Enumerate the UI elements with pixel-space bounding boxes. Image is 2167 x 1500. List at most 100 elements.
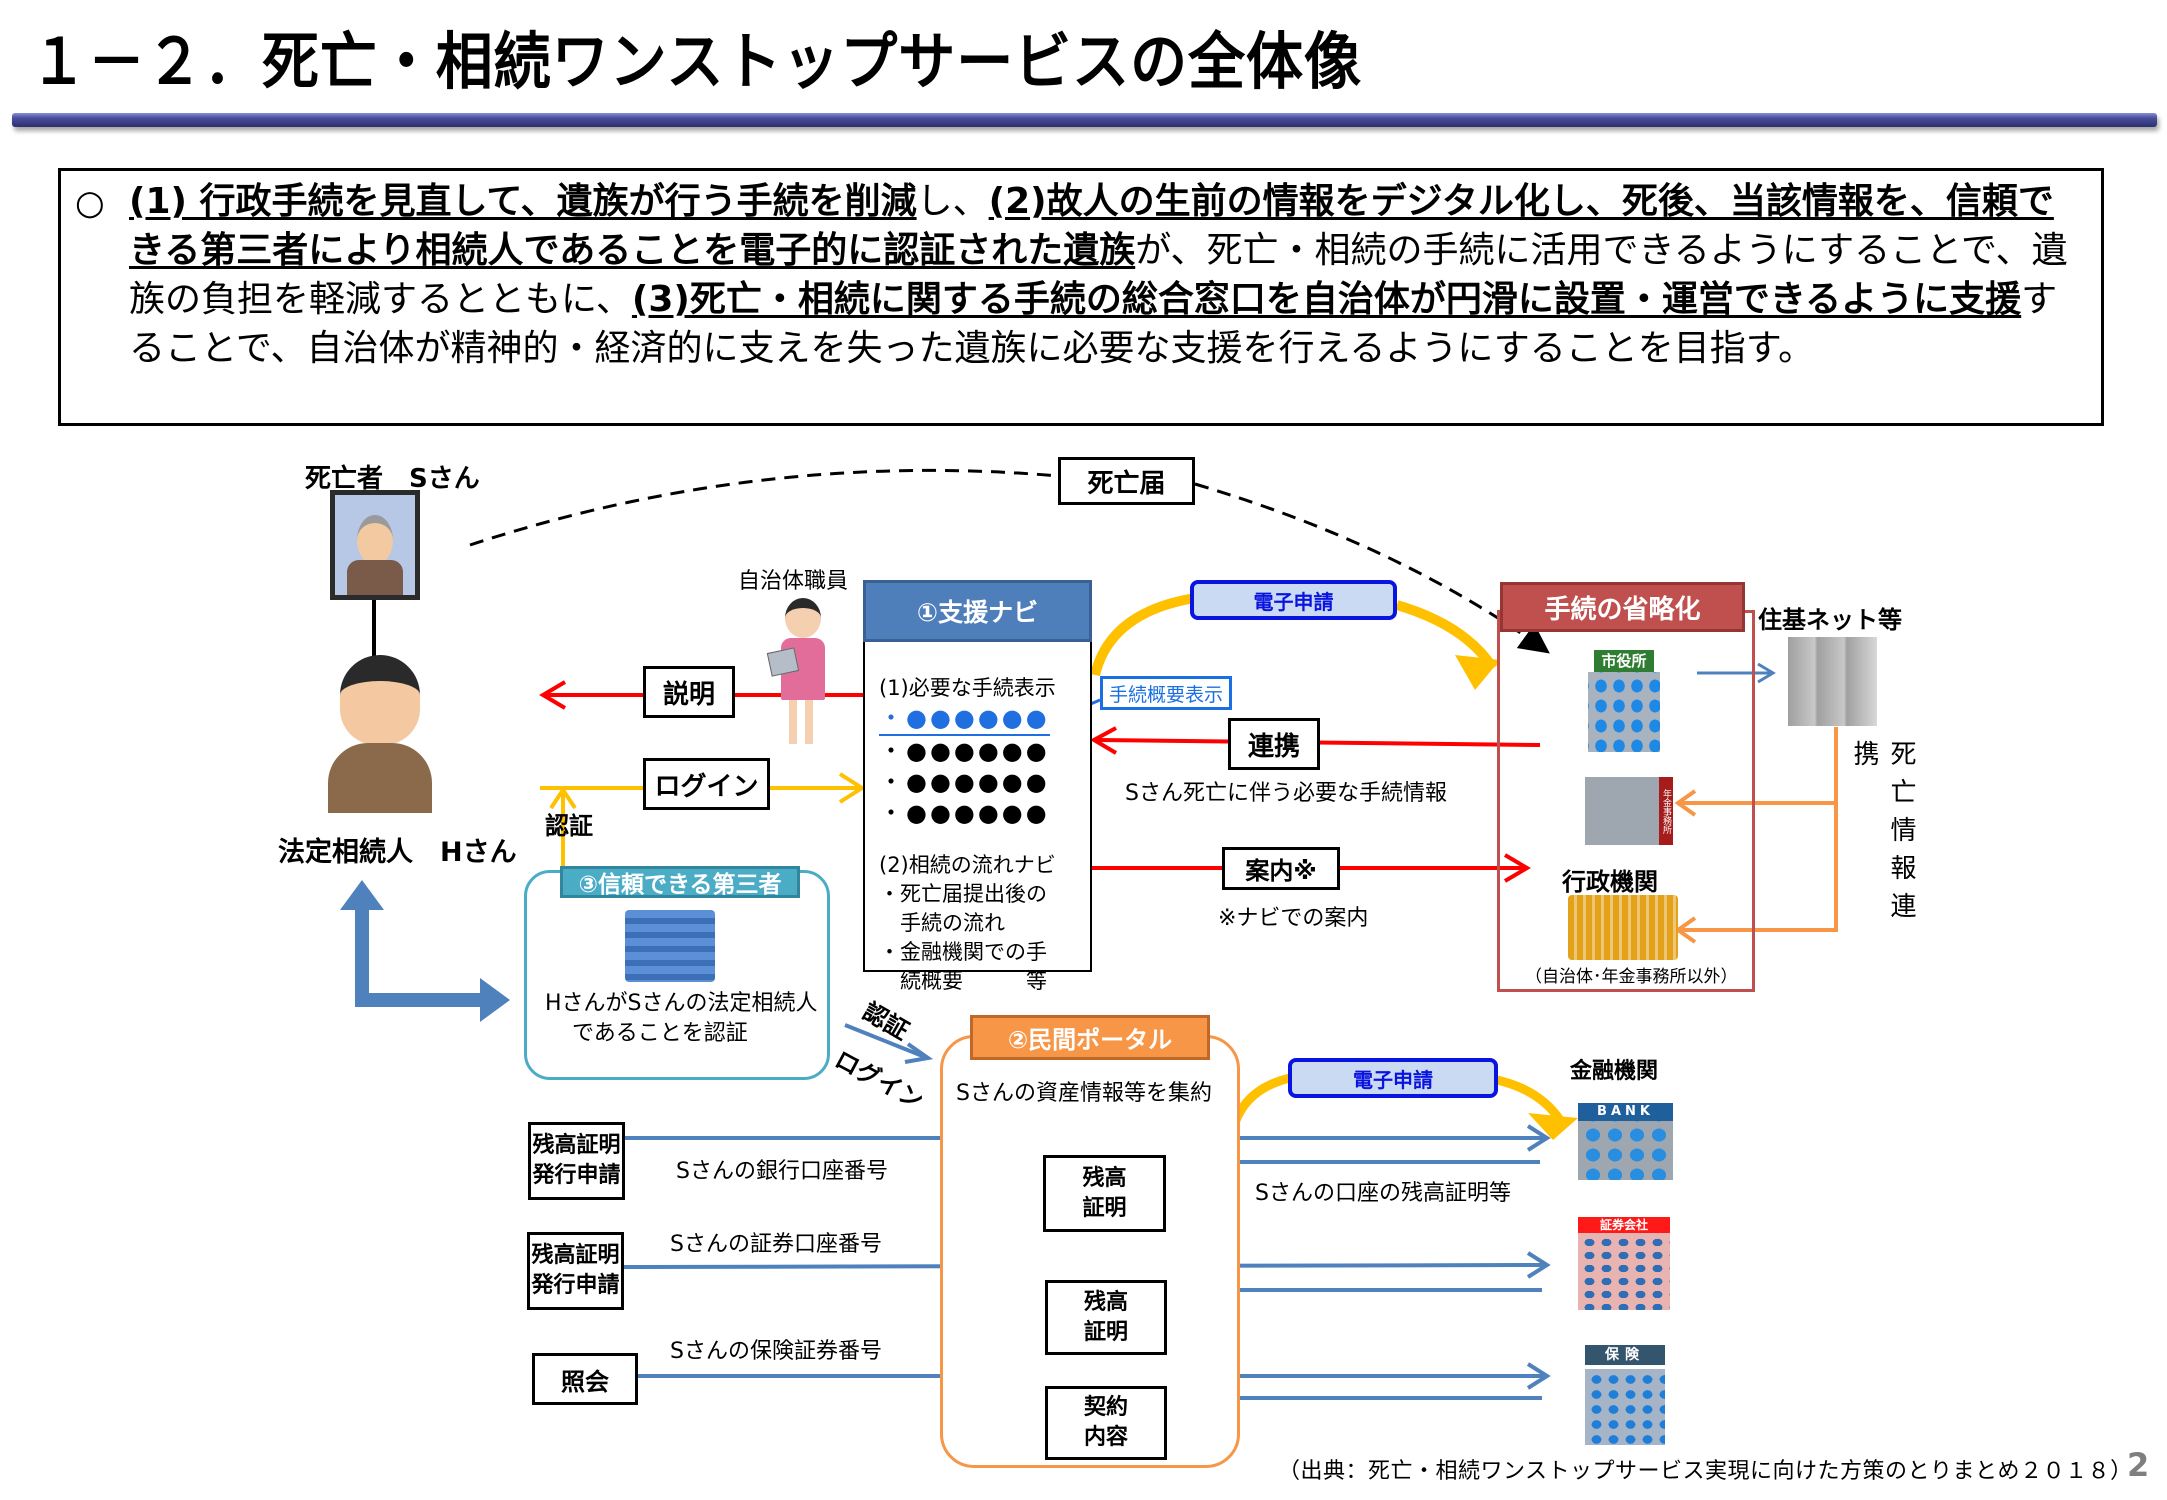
navi-flow-item: 手続の流れ: [879, 911, 1005, 935]
intro-emphasis-segment: (3)死亡・相続に関する手続の総合窓口を自治体が円滑に設置・運営できるように支援: [631, 279, 2022, 320]
navi-procedure-row[interactable]: ・●●●●●●: [879, 737, 1050, 765]
financial-institutions-label: 金融機関: [1570, 1059, 1659, 1084]
link-arrowhead: [1089, 726, 1118, 755]
box-line: 内容: [1083, 1425, 1128, 1450]
page-number: 2: [2127, 1446, 2150, 1484]
admin-agency-label: 行政機関: [1562, 868, 1658, 896]
intro-text: (1) 行政手続を見直して、遺族が行う手続を削減し、(2)故人の生前の情報をデジ…: [129, 181, 2068, 369]
l-arrow-right-head: [480, 978, 510, 1022]
balance-return-caption: Sさんの口座の残高証明等: [1255, 1181, 1511, 1206]
link-caption: Sさん死亡に伴う必要な手続情報: [1125, 781, 1447, 806]
portal-login-arrow: [844, 1023, 926, 1059]
intro-box: ○ (1) 行政手続を見直して、遺族が行う手続を削減し、(2)故人の生前の情報を…: [58, 168, 2104, 426]
auth-arrowhead: [549, 786, 577, 810]
explain-box: 説明: [643, 666, 735, 718]
private-portal-header: ②民間ポータル: [970, 1015, 1210, 1060]
navi-flow-item: ・死亡届提出後の: [879, 882, 1047, 906]
slide-title: １－２．死亡・相続ワンストップサービスの全体像: [30, 25, 1362, 98]
support-navi-body: (1)必要な手続表示 ・●●●●●● ・●●●●●● ・●●●●●● ・●●●●…: [879, 674, 1056, 996]
box-line: 証明: [1083, 1319, 1128, 1345]
insurance-company-icon: 保険: [1585, 1345, 1665, 1445]
intro-plain-segment: することで、自治体が精神的・経済的に支えを失った遺族に必要な支援を行えるようにす…: [129, 279, 2058, 369]
box-line: 残高: [1083, 1289, 1128, 1315]
source-citation: （出典：死亡・相続ワンストップサービス実現に向けた方策のとりまとめ２０１８）: [1278, 1459, 2133, 1484]
navi-flow-item: 続概要 等: [879, 969, 1047, 993]
login-box: ログイン: [643, 758, 770, 810]
support-navi-panel: ①支援ナビ (1)必要な手続表示 ・●●●●●● ・●●●●●● ・●●●●●●…: [863, 580, 1092, 993]
heir-figure-icon: [320, 655, 440, 815]
deceased-portrait: [330, 490, 420, 600]
explain-arrowhead: [539, 680, 567, 710]
navi-flow-item: ・金融機関での手: [879, 940, 1047, 964]
auth-label: 認証: [545, 812, 593, 840]
circle-bullet-icon: ○: [75, 183, 105, 223]
navi-procedure-row[interactable]: ・●●●●●●: [879, 768, 1050, 796]
guide-note: ※ナビでの案内: [1218, 906, 1369, 931]
death-info-arrowheads: [1674, 789, 1697, 944]
box-line: 残高証明: [531, 1243, 620, 1268]
securities-balance-request-box: 残高証明 発行申請: [527, 1232, 624, 1310]
navi-section-required-procedures: (1)必要な手続表示: [879, 676, 1056, 700]
intro-emphasis-segment: (2)故人の生前の情報をデジタル化し、死後、当該情報を、信頼できる第三者により相…: [129, 181, 2054, 271]
box-line: 残高証明: [532, 1133, 621, 1158]
heir-label: 法定相続人 Hさん: [278, 837, 517, 868]
portal-login-arrowhead: [904, 1042, 934, 1064]
securities-company-icon: 証券会社: [1578, 1217, 1670, 1310]
box-line: 証明: [1082, 1195, 1127, 1221]
trusted-third-party-header: ③信頼できる第三者: [560, 866, 800, 898]
pension-office-icon: 年金事務所: [1585, 777, 1673, 845]
government-building-icon: [1568, 895, 1678, 960]
death-info-link-label: 死亡情報連携: [1849, 740, 1916, 930]
portal-balance-cert-box: 残高 証明: [1043, 1155, 1166, 1232]
box-line: 発行申請: [532, 1163, 621, 1188]
procedure-summary-chip: 手続概要表示: [1100, 676, 1232, 710]
box-line: 残高: [1082, 1165, 1127, 1191]
juki-net-label: 住基ネット等: [1758, 606, 1902, 634]
deceased-label: 死亡者 Sさん: [305, 464, 480, 494]
heir-thirdparty-arrow: [355, 900, 490, 1007]
securities-sign: 証券会社: [1578, 1217, 1670, 1233]
guide-box: 案内※: [1222, 847, 1340, 890]
death-notice-dashed-arrow: [1194, 482, 1550, 654]
bank-sign: BANK: [1578, 1103, 1673, 1121]
navi-section-inheritance-flow: (2)相続の流れナビ: [879, 853, 1056, 877]
death-info-orange-lines: [1680, 727, 1838, 932]
e-application-badge: 電子申請: [1190, 580, 1397, 620]
staff-figure-icon: [766, 598, 835, 746]
third-party-text-line2: であることを認証: [572, 1021, 748, 1046]
private-portal-caption: Sさんの資産情報等を集約: [956, 1081, 1212, 1106]
l-arrow-up-head: [340, 880, 384, 910]
link-box: 連携: [1228, 718, 1320, 770]
server-rack-icon: [1788, 637, 1877, 726]
portal-e-application-badge: 電子申請: [1288, 1058, 1498, 1098]
portal-contract-details-box: 契約 内容: [1045, 1386, 1167, 1460]
bank-balance-request-box: 残高証明 発行申請: [528, 1122, 625, 1200]
juki-arrowhead: [1757, 662, 1776, 684]
death-notice-dashed-line: [469, 468, 1059, 547]
elderly-body-icon: [347, 560, 403, 595]
office-building-icon: [625, 910, 715, 982]
intro-plain-segment: が、死亡・相続の手続に活用できるようにすることで、遺族の負担を軽減するとともに、: [129, 230, 2068, 320]
box-line: 発行申請: [531, 1273, 620, 1298]
procedure-omission-header: 手続の省略化: [1500, 582, 1745, 632]
portal-balance-cert-box: 残高 証明: [1045, 1280, 1167, 1355]
insurance-inquiry-box: 照会: [532, 1353, 638, 1405]
bank-account-caption: Sさんの銀行口座番号: [676, 1159, 888, 1184]
box-line: 契約: [1083, 1395, 1128, 1420]
bank-building-icon: BANK: [1578, 1103, 1673, 1180]
insurance-sign: 保険: [1585, 1345, 1665, 1365]
third-party-text-line1: HさんがSさんの法定相続人: [545, 991, 818, 1016]
death-notice-box: 死亡届: [1058, 457, 1195, 505]
portal-e-application-arrowhead: [1528, 1113, 1578, 1140]
login-arrowhead: [838, 772, 866, 804]
title-underline-bar: [12, 113, 2157, 127]
navi-procedure-row-highlighted[interactable]: ・●●●●●●: [879, 703, 1050, 736]
e-application-arrowhead: [1455, 655, 1500, 690]
intro-emphasis-segment: (1) 行政手続を見直して、遺族が行う手続を削減: [129, 181, 917, 222]
city-hall-icon: 市役所: [1578, 650, 1670, 755]
intro-plain-segment: し、: [916, 181, 989, 222]
city-hall-sign: 市役所: [1594, 650, 1654, 672]
guide-arrowhead: [1503, 853, 1531, 883]
navi-procedure-row[interactable]: ・●●●●●●: [879, 799, 1050, 827]
support-navi-header: ①支援ナビ: [863, 580, 1092, 642]
